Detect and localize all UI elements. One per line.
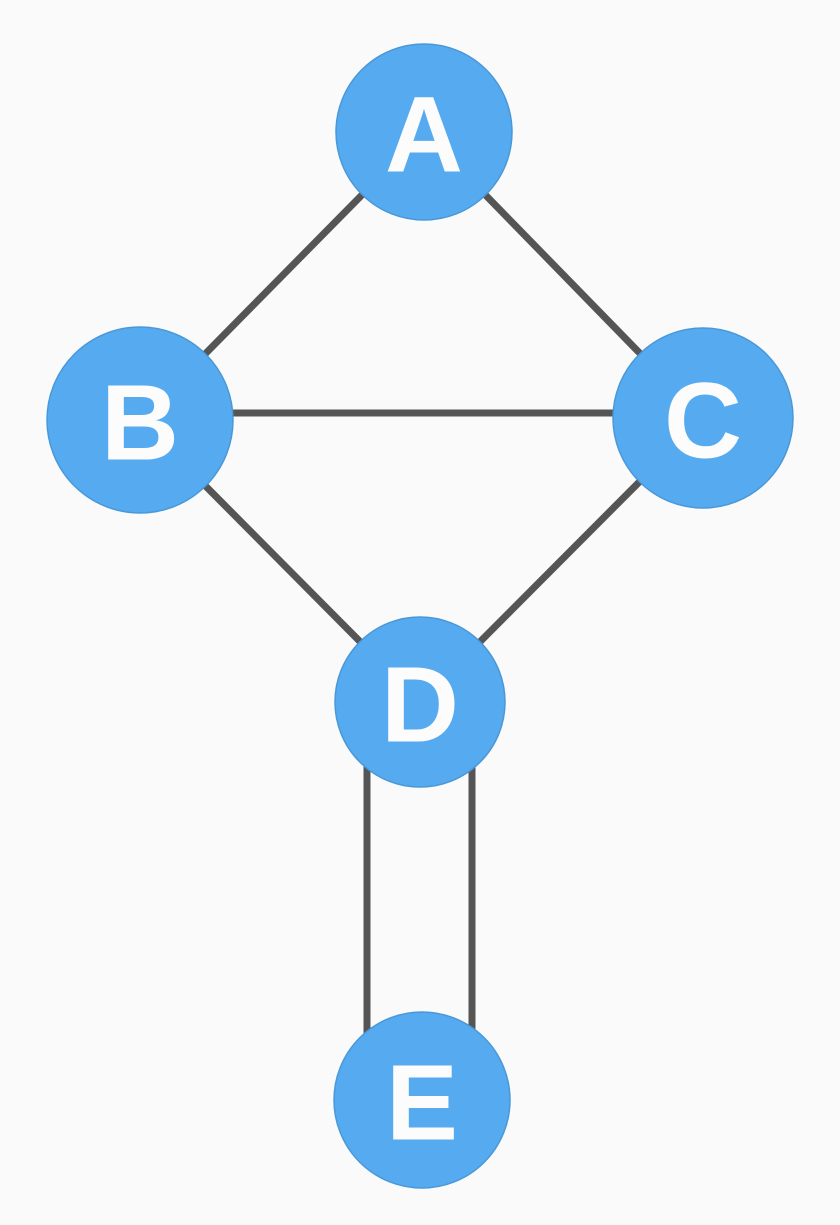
graph-node-e[interactable]: E (333, 1011, 511, 1189)
node-circle-e[interactable] (333, 1011, 511, 1189)
edges-layer (137, 129, 706, 1100)
nodes-layer: A B C D E (46, 43, 794, 1189)
graph-node-c[interactable]: C (612, 327, 794, 509)
node-label-d: D (381, 644, 459, 765)
node-label-e: E (386, 1042, 458, 1163)
graph-node-d[interactable]: D (334, 616, 506, 788)
node-circle-c[interactable] (612, 327, 794, 509)
node-label-c: C (664, 360, 742, 481)
graph-node-b[interactable]: B (46, 326, 234, 514)
node-circle-a[interactable] (335, 43, 513, 221)
node-label-a: A (385, 74, 463, 195)
graph-node-a[interactable]: A (335, 43, 513, 221)
node-label-b: B (101, 362, 179, 483)
node-circle-b[interactable] (46, 326, 234, 514)
node-circle-d[interactable] (334, 616, 506, 788)
